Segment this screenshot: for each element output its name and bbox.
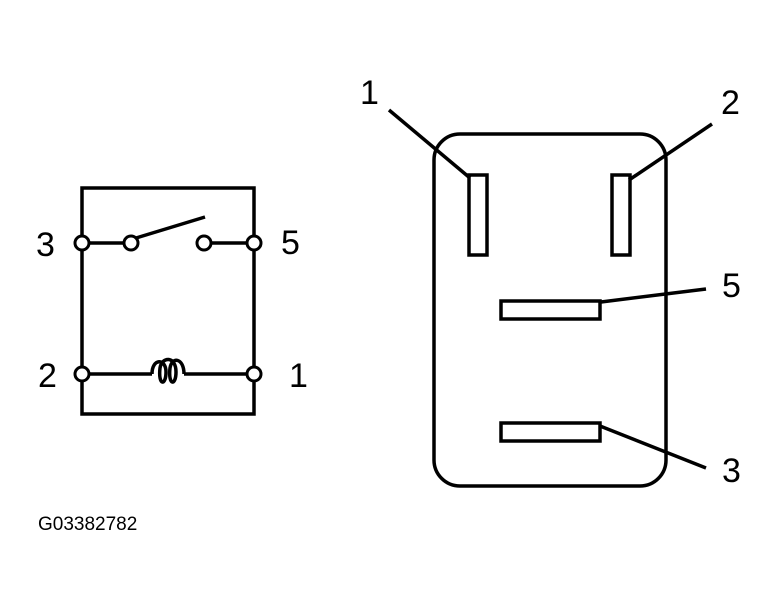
relay-schematic: 3 5 2 1 bbox=[36, 186, 308, 416]
pin-1-leader bbox=[387, 108, 472, 180]
terminal-1-label: 1 bbox=[289, 357, 308, 395]
relay-connector: 1 2 5 3 bbox=[360, 74, 741, 490]
pin-3-leader bbox=[599, 424, 707, 470]
terminal-2-label: 2 bbox=[38, 357, 57, 395]
switch-contact-arm bbox=[135, 215, 206, 240]
coil-winding bbox=[150, 357, 186, 384]
pin-3-blade bbox=[499, 421, 602, 443]
pin-2-blade bbox=[610, 173, 632, 257]
pin-5-label: 5 bbox=[722, 267, 741, 305]
schematic-frame bbox=[80, 186, 256, 416]
terminal-3-node bbox=[73, 234, 91, 252]
pin-1-label: 1 bbox=[360, 74, 379, 112]
pin-5-blade bbox=[499, 299, 602, 321]
terminal-5-node bbox=[245, 234, 263, 252]
terminal-2-node bbox=[73, 365, 91, 383]
pin-5-leader bbox=[600, 287, 707, 304]
switch-fixed-contact bbox=[195, 234, 213, 252]
pin-2-label: 2 bbox=[721, 84, 740, 122]
figure-code: G03382782 bbox=[38, 514, 137, 535]
pin-2-leader bbox=[628, 122, 713, 182]
pin-1-blade bbox=[467, 173, 489, 257]
switch-pivot-contact bbox=[122, 234, 140, 252]
connector-body bbox=[432, 132, 668, 488]
terminal-1-node bbox=[245, 365, 263, 383]
terminal-3-label: 3 bbox=[36, 226, 55, 264]
terminal-5-label: 5 bbox=[281, 224, 300, 262]
pin-3-label: 3 bbox=[722, 452, 741, 490]
